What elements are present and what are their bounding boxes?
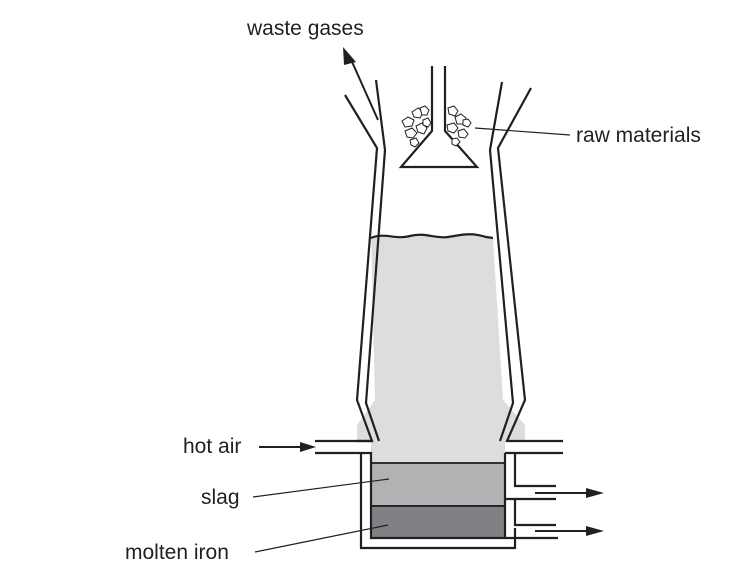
iron-outlet-arrowhead [586, 526, 604, 536]
label-slag: slag [201, 486, 240, 509]
label-molten-iron: molten iron [125, 541, 229, 564]
slag-leader [252, 478, 390, 498]
furnace-left-wall [315, 79, 517, 550]
hot-air-arrowhead [300, 442, 316, 452]
molten-iron-leader [254, 524, 389, 553]
label-raw-materials: raw materials [576, 124, 701, 147]
hopper-bell [398, 66, 480, 169]
label-waste-gases: waste gases [246, 17, 364, 40]
charge-surface [370, 233, 494, 240]
raw-materials-leader [474, 127, 571, 136]
waste-gases-arrowhead [343, 47, 356, 65]
charge-region [357, 234, 525, 463]
waste-gases-arrow [348, 54, 379, 121]
slag-outlet-arrowhead [586, 488, 604, 498]
raw-materials-lumps [401, 105, 472, 148]
molten-iron-layer [370, 505, 506, 539]
label-hot-air: hot air [183, 435, 241, 458]
slag-layer [370, 462, 506, 507]
furnace-right-wall [488, 81, 563, 540]
